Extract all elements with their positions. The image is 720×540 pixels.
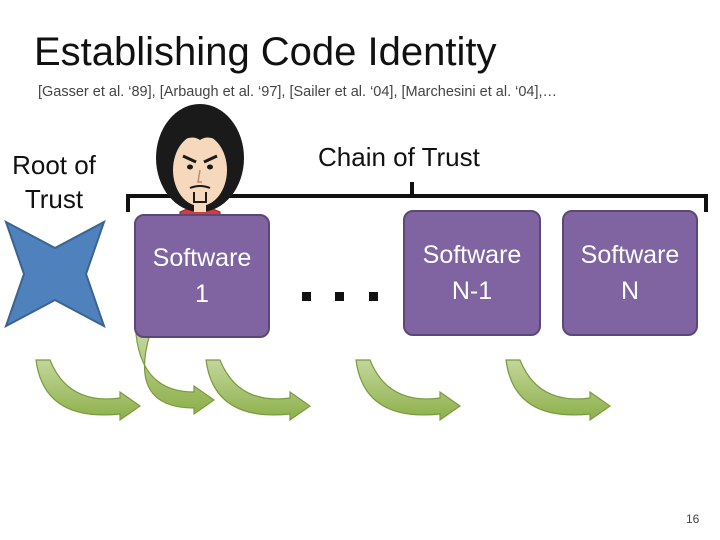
chain-of-trust-label: Chain of Trust (318, 142, 480, 172)
software-1-line1: Software (152, 244, 252, 272)
trust-arrow-3 (205, 359, 312, 422)
chain-of-trust-bracket (126, 182, 708, 212)
software-n-line1: Software (580, 241, 680, 269)
ellipsis-dots (302, 292, 378, 301)
software-n-1-line1: Software (422, 241, 522, 269)
software-n-1-box: Software N-1 (403, 210, 541, 336)
page-number: 16 (686, 512, 700, 526)
root-label-line2: Trust (24, 184, 84, 214)
trust-arrow-1 (35, 359, 142, 422)
software-n-1-line2: N-1 (451, 277, 493, 305)
references-line: [Gasser et al. ‘89], [Arbaugh et al. ‘97… (38, 84, 558, 100)
slide-title: Establishing Code Identity (34, 30, 497, 74)
software-n-box: Software N (562, 210, 698, 336)
trust-arrow-5 (505, 359, 612, 422)
trust-arrow-2 (135, 333, 216, 416)
root-of-trust-label: Root of Trust (4, 148, 104, 216)
root-of-trust-star (4, 219, 106, 329)
software-1-box: Software 1 (134, 214, 270, 338)
root-label-line1: Root of (12, 150, 96, 180)
trust-arrow-4 (355, 359, 462, 422)
software-n-line2: N (620, 277, 640, 305)
software-1-line2: 1 (195, 280, 209, 308)
